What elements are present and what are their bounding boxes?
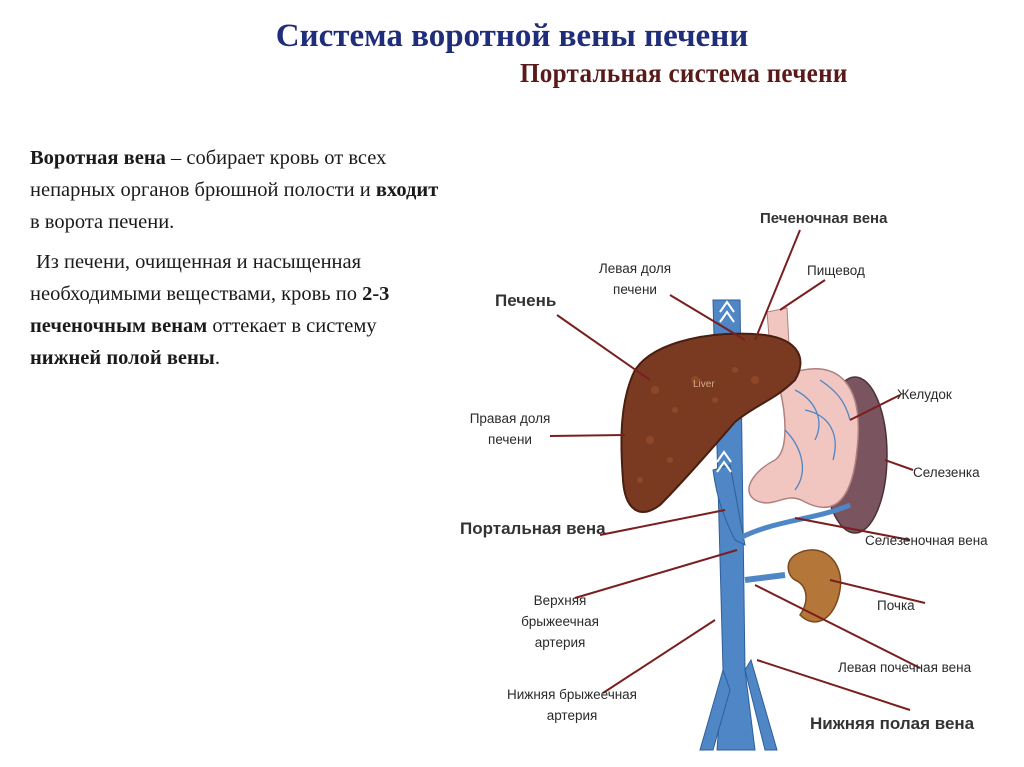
bold-text-run: входит [375, 179, 439, 201]
paragraph-hepatic-outflow: Из печени, очищенная и насыщенная необхо… [30, 246, 450, 374]
portal-vein [712, 464, 746, 546]
text-run: . [214, 347, 220, 369]
gastric-vessels [784, 379, 851, 491]
bold-text-run: 2-3 печеночным венам [30, 283, 390, 337]
label-left-lobe: Левая доля печени [598, 261, 672, 297]
anatomy-illustration: Liver [549, 229, 926, 751]
portal-system-diagram: Liver [455, 50, 1024, 767]
liver-texture [637, 367, 759, 483]
text-run: в ворота печени. [30, 211, 175, 233]
label-spleen: Селезенка [913, 465, 980, 480]
text-run: Из печени, очищенная и насыщенная необхо… [30, 251, 363, 305]
figure-title: Портальная система печени [520, 58, 848, 88]
hepatic-vein-arrow [719, 300, 735, 323]
bold-text-run: Воротная вена [30, 147, 166, 169]
left-renal-vein [744, 572, 786, 583]
splenic-vein [738, 502, 851, 541]
paragraph-portal-vein: Воротная вена – собирает кровь от всех н… [30, 142, 450, 238]
bold-text-run: нижней полой вены [30, 347, 215, 369]
label-superior-mesenteric-artery: Верхняя брыжеечная артерия [521, 593, 599, 650]
label-liver: Печень [495, 291, 557, 310]
slide-title: Система воротной вены печени [275, 18, 749, 54]
portal-vein-arrow [716, 450, 732, 473]
slide-body-text: Воротная вена – собирает кровь от всех н… [30, 142, 450, 374]
label-portal-vein: Портальная вена [460, 519, 606, 538]
label-right-lobe: Правая доля печени [469, 411, 551, 447]
text-run: оттекает в систему [207, 315, 377, 337]
label-left-renal-vein: Левая почечная вена [838, 660, 972, 675]
label-stomach: Желудок [897, 387, 952, 402]
label-kidney: Почка [877, 598, 915, 613]
liver-organ-text: Liver [693, 379, 715, 390]
ivc-lower-branches [699, 658, 778, 751]
text-run: – собирает кровь от всех непарных органо… [30, 147, 387, 201]
pointer-lines [549, 229, 926, 711]
stomach [748, 368, 859, 509]
label-inferior-vena-cava: Нижняя полая вена [810, 714, 975, 733]
label-inferior-mesenteric-artery: Нижняя брыжеечная артерия [507, 687, 637, 723]
label-esophagus: Пищевод [807, 263, 865, 278]
kidney [787, 549, 842, 623]
label-hepatic-vein: Печеночная вена [760, 210, 888, 227]
label-splenic-vein: Селезеночная вена [865, 533, 988, 548]
